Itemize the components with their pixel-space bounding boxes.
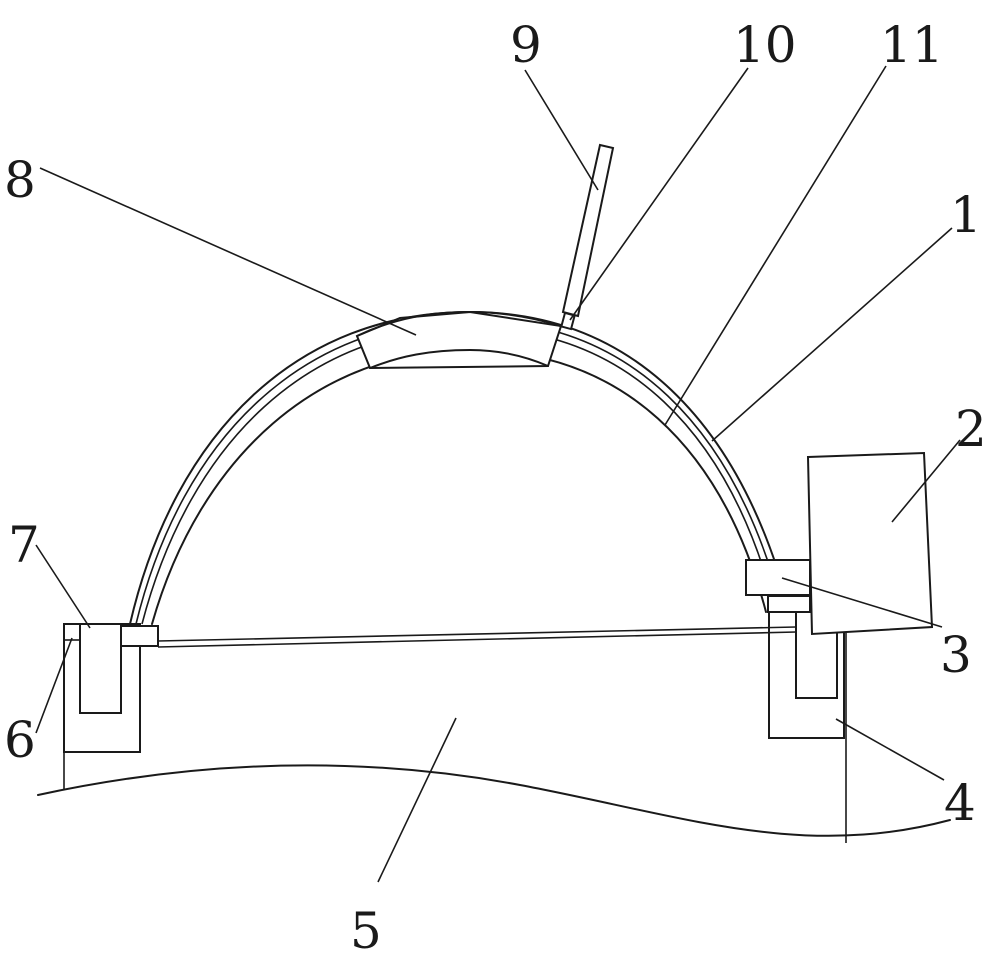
chord-cable-top [157, 626, 797, 642]
right-bracket [745, 559, 811, 596]
leader-1 [711, 227, 953, 442]
sensor-flag [561, 143, 615, 318]
arch-layer-2 [141, 327, 777, 625]
label-1: 1 [950, 186, 982, 244]
leader-7 [35, 544, 91, 629]
leader-11 [664, 65, 887, 426]
label-9: 9 [510, 16, 542, 74]
label-2: 2 [955, 400, 987, 458]
label-7: 7 [8, 516, 40, 574]
arch-inner [151, 349, 767, 625]
right-connector [767, 595, 811, 613]
leader-10 [569, 67, 749, 321]
label-6: 6 [4, 711, 36, 769]
left-clamp [120, 625, 159, 647]
control-box [806, 451, 934, 636]
label-5: 5 [350, 902, 382, 957]
chord-cable [157, 631, 797, 648]
label-8: 8 [4, 151, 36, 209]
label-11: 11 [880, 16, 944, 74]
leader-4 [835, 718, 945, 781]
leader-5 [377, 717, 457, 883]
leader-3 [781, 577, 943, 628]
left-insert-block [79, 623, 122, 714]
arch-top-segment-inner [369, 349, 549, 369]
ground-line [37, 764, 951, 837]
label-3: 3 [940, 626, 972, 684]
leader-6 [35, 637, 73, 734]
label-10: 10 [733, 16, 797, 74]
leader-2 [891, 439, 961, 523]
leader-9 [524, 69, 599, 191]
leader-8 [39, 167, 417, 336]
label-4: 4 [944, 774, 976, 832]
